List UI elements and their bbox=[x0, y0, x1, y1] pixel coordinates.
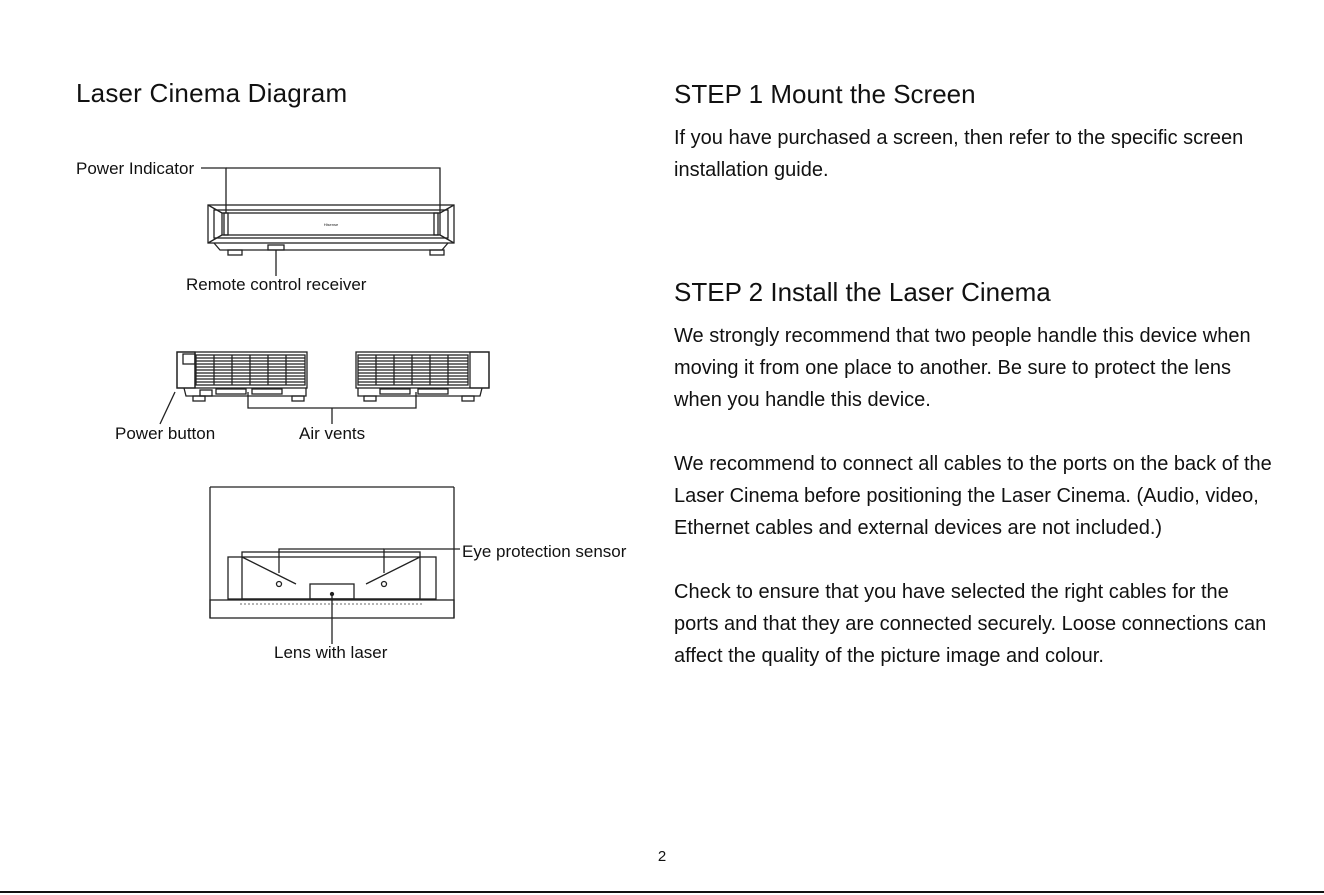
eye-sensor-label: Eye protection sensor bbox=[462, 542, 627, 561]
front-view-drawing bbox=[201, 167, 455, 276]
bottom-rule bbox=[0, 891, 1324, 893]
power-button-label: Power button bbox=[115, 424, 216, 443]
step-2-paragraph-1: We strongly recommend that two people ha… bbox=[674, 325, 1251, 411]
top-view-drawing bbox=[209, 486, 460, 644]
step-2-title: STEP 2 Install the Laser Cinema bbox=[674, 277, 1051, 307]
step-2-paragraph-2: We recommend to connect all cables to th… bbox=[674, 453, 1272, 539]
instructions-column: STEP 1 Mount the Screen If you have purc… bbox=[674, 78, 1274, 672]
lens-label: Lens with laser bbox=[274, 643, 388, 662]
step-1-paragraph: If you have purchased a screen, then ref… bbox=[674, 127, 1244, 181]
side-views-drawing bbox=[159, 351, 490, 425]
step-1-title: STEP 1 Mount the Screen bbox=[674, 79, 976, 109]
svg-text:Hisense: Hisense bbox=[324, 222, 339, 227]
air-vents-label: Air vents bbox=[299, 424, 366, 443]
diagram-title: Laser Cinema Diagram bbox=[76, 78, 348, 108]
step-2-paragraph-3: Check to ensure that you have selected t… bbox=[674, 581, 1267, 667]
power-indicator-label: Power Indicator bbox=[76, 159, 195, 178]
page-number: 2 bbox=[657, 848, 667, 865]
remote-receiver-label: Remote control receiver bbox=[186, 275, 367, 294]
